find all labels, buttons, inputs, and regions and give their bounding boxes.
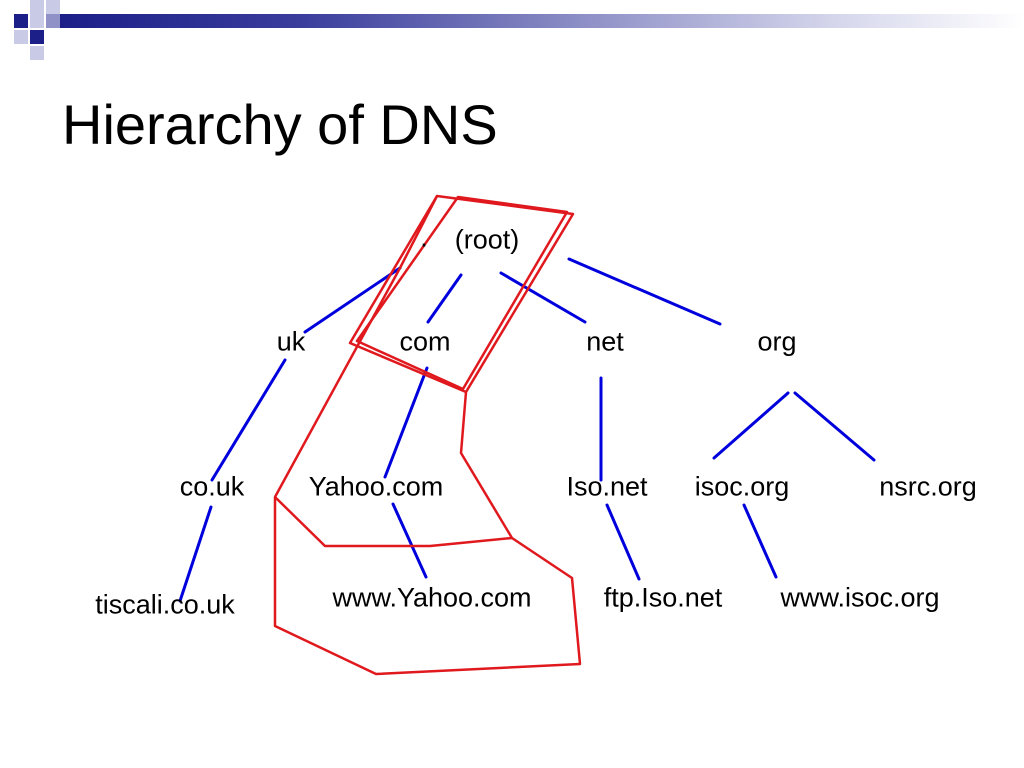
deco-square-8	[30, 46, 44, 60]
edge-root-uk	[303, 266, 402, 334]
node-root: (root)	[454, 224, 520, 255]
edge-couk-tiscali	[178, 505, 213, 603]
node-iso-net: Iso.net	[566, 471, 648, 502]
slide-title: Hierarchy of DNS	[62, 93, 498, 156]
deco-square-5	[46, 14, 60, 28]
highlight-zone-box-2	[355, 195, 569, 391]
node-com: com	[399, 326, 451, 357]
edge-org-nsrcorg	[793, 391, 876, 462]
edge-uk-couk	[210, 358, 287, 482]
deco-square-7	[30, 30, 44, 44]
root-dot: .	[420, 222, 428, 253]
deco-square-6	[14, 30, 28, 44]
deco-square-3	[46, 0, 60, 14]
node-net: net	[586, 326, 624, 357]
node-uk: uk	[276, 326, 306, 357]
decorative-top-bar	[60, 14, 1024, 28]
tree-edges	[178, 257, 876, 603]
node-www-isoc-org: www.isoc.org	[780, 582, 940, 613]
edge-isonet-ftp	[605, 503, 641, 581]
deco-square-2	[30, 0, 44, 14]
node-www-yahoo-com: www.Yahoo.com	[332, 582, 532, 613]
edge-root-com	[426, 273, 463, 324]
node-isoc-org: isoc.org	[694, 471, 790, 502]
edge-com-yahoo	[383, 366, 429, 479]
node-co-uk: co.uk	[179, 471, 245, 502]
edge-root-net	[499, 271, 587, 324]
deco-square-1	[14, 14, 28, 28]
edge-yahoo-www	[391, 502, 428, 579]
node-org: org	[757, 326, 797, 357]
edge-isocorg-www	[742, 503, 778, 579]
node-ftp-iso-net: ftp.Iso.net	[603, 582, 723, 613]
node-tiscali-co-uk: tiscali.co.uk	[95, 589, 235, 620]
highlight-path-inner	[274, 496, 513, 548]
node-yahoo-com: Yahoo.com	[308, 471, 444, 502]
highlight-outline	[273, 194, 582, 676]
node-nsrc-org: nsrc.org	[879, 471, 977, 502]
edge-org-isocorg	[712, 391, 790, 460]
highlight-path-outer	[273, 195, 582, 676]
deco-square-4	[30, 14, 44, 28]
edge-root-org	[567, 257, 722, 326]
